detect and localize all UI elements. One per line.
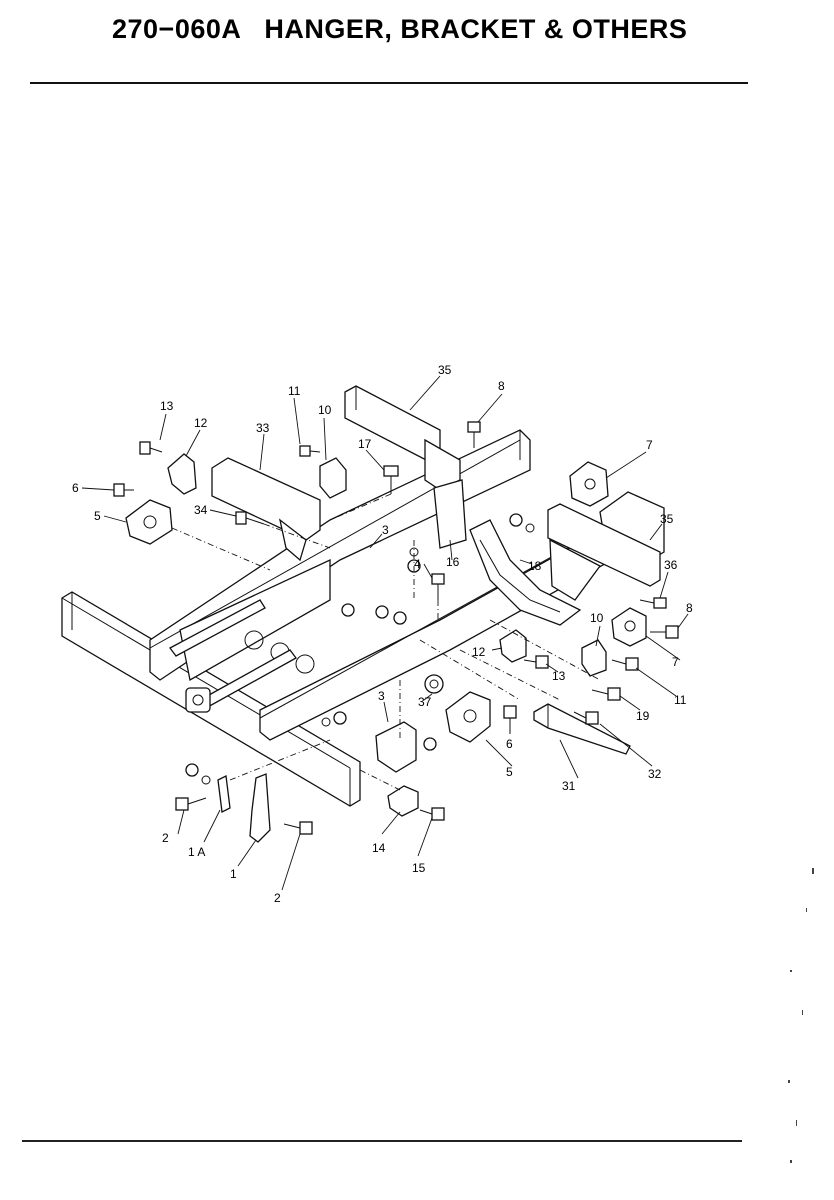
scan-specks xyxy=(788,868,814,1163)
callout-19: 19 xyxy=(636,709,650,723)
callout-2-left: 2 xyxy=(162,831,169,845)
callout-2-right: 2 xyxy=(274,891,281,905)
callout-16: 16 xyxy=(446,555,460,569)
callout-1a: 1 A xyxy=(188,845,205,859)
page-title: 270−060A HANGER, BRACKET & OTHERS xyxy=(112,14,688,44)
hanger-5-right xyxy=(445,691,491,743)
callout-11-lower: 11 xyxy=(674,693,687,707)
callout-35-upper: 35 xyxy=(438,363,452,377)
bracket-7-upper xyxy=(569,461,609,507)
bracket-12-lower xyxy=(499,629,527,663)
cross-beam-35-upper xyxy=(344,385,461,491)
bracket-7-lower xyxy=(611,607,647,647)
alignment-lines xyxy=(171,493,601,791)
cross-beam-35-right xyxy=(547,503,661,601)
callout-6-lower: 6 xyxy=(506,737,513,751)
member-31 xyxy=(533,703,631,755)
bracket-33 xyxy=(211,457,321,562)
bracket-10-upper xyxy=(319,457,347,499)
callout-labels: 13 12 33 11 10 35 8 17 7 6 5 34 3 35 16 … xyxy=(72,363,693,905)
bracket-16 xyxy=(433,479,467,549)
callout-4: 4 xyxy=(414,557,421,571)
callout-3-upper: 3 xyxy=(382,523,389,537)
callout-18: 18 xyxy=(528,559,542,573)
callout-5-left: 5 xyxy=(94,509,101,523)
callout-8-upper: 8 xyxy=(498,379,505,393)
callout-34: 34 xyxy=(194,503,208,517)
leader-lines xyxy=(81,375,689,891)
bracket-18 xyxy=(469,519,582,626)
hanger-5-left xyxy=(125,499,173,545)
callout-13-lower: 13 xyxy=(552,669,566,683)
header-rule xyxy=(30,82,748,84)
callout-5-lower: 5 xyxy=(506,765,513,779)
callout-35-right: 35 xyxy=(660,512,674,526)
bracket-10-lower xyxy=(581,639,607,677)
callout-6-left: 6 xyxy=(72,481,79,495)
callout-10-lower: 10 xyxy=(590,611,604,625)
stay-1 xyxy=(249,773,271,843)
callout-8-right: 8 xyxy=(686,601,693,615)
callout-1: 1 xyxy=(230,867,237,881)
callout-32: 32 xyxy=(648,767,662,781)
footer-rule xyxy=(22,1140,742,1142)
callout-3-lower: 3 xyxy=(378,689,385,703)
callout-12-upper: 12 xyxy=(194,416,208,430)
callout-11-upper: 11 xyxy=(288,384,301,398)
callout-15: 15 xyxy=(412,861,426,875)
bracket-3-lower xyxy=(375,721,417,773)
callout-12-lower: 12 xyxy=(472,645,486,659)
callout-13-upper: 13 xyxy=(160,399,174,413)
bracket-12-upper xyxy=(167,453,197,495)
callout-7-lower: 7 xyxy=(672,655,679,669)
callout-7-upper: 7 xyxy=(646,438,653,452)
plate-1a xyxy=(217,775,231,813)
callout-33: 33 xyxy=(256,421,270,435)
callout-31: 31 xyxy=(562,779,576,793)
callout-14: 14 xyxy=(372,841,386,855)
callout-37: 37 xyxy=(418,695,432,709)
plate-14 xyxy=(387,785,419,817)
callout-17: 17 xyxy=(358,437,372,451)
fasteners xyxy=(113,421,679,835)
callout-10-upper: 10 xyxy=(318,403,332,417)
callout-36: 36 xyxy=(664,558,678,572)
